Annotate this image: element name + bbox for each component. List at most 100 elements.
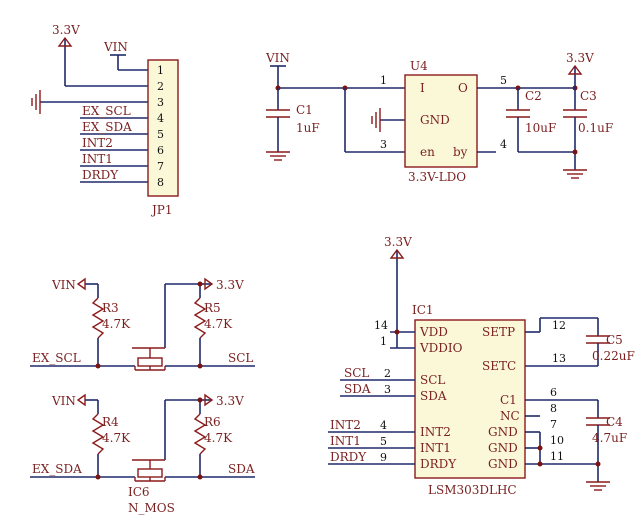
jp1-vin-label: VIN	[103, 40, 128, 54]
jp1-3v3-label: 3.3V	[52, 23, 80, 37]
c1-ref-label: C1	[296, 103, 313, 117]
ic1-pin-number: 11	[550, 450, 564, 463]
power-arrow-icon	[204, 277, 214, 291]
c1-value-label: 1uF	[296, 121, 320, 135]
u4-body	[404, 74, 478, 168]
u4-pin-en: en	[420, 145, 435, 159]
mosfet-bottom	[137, 468, 163, 478]
r6-ref-label: R6	[204, 415, 221, 429]
ic1-lsm303: 3.3V IC1 LSM303DLHC 14 1 VDD VDDIO SCL S…	[328, 235, 635, 497]
net-label: EX_SCL	[32, 351, 81, 365]
net-label: INT2	[82, 136, 113, 150]
power-arrow-icon	[76, 393, 86, 407]
u4-value-label: 3.3V-LDO	[408, 170, 466, 184]
c4-value-label: 4.7uF	[592, 431, 627, 445]
ic1-pin-name: INT2	[420, 425, 451, 439]
net-label: SCL	[344, 366, 369, 380]
u4-pin-by: by	[453, 145, 468, 159]
r4-resistor	[91, 413, 105, 455]
power-arrow-icon	[204, 393, 214, 407]
jp1-pin-number: 1	[157, 64, 164, 77]
jp1-ref-label: JP1	[150, 203, 173, 217]
ic1-pin-number: 6	[550, 386, 557, 399]
jp1-pin-number: 8	[157, 176, 164, 189]
net-label: DRDY	[330, 450, 367, 464]
c5-value-label: 0.22uF	[592, 349, 635, 363]
jp1-pin-number: 4	[157, 112, 164, 125]
c3-ref-label: C3	[580, 89, 597, 103]
r5-resistor	[193, 297, 207, 339]
net-label: EX_SCL	[82, 104, 131, 118]
u4-3v3-label: 3.3V	[566, 51, 594, 65]
u4-pin-number: 3	[380, 138, 387, 151]
ic1-pin-number: 14	[374, 319, 388, 332]
net-label: SCL	[228, 351, 253, 365]
c3-value-label: 0.1uF	[578, 121, 613, 135]
r6-3v3-label: 3.3V	[216, 394, 244, 408]
ic1-pin-name: GND	[488, 457, 518, 471]
ic1-pin-name: SCL	[420, 373, 445, 387]
jp1-pin-number: 7	[157, 160, 164, 173]
ic6-value-label: N_MOS	[128, 501, 175, 515]
u4-pin-gnd: GND	[420, 113, 450, 127]
c5-ref-label: C5	[606, 333, 623, 347]
jp1-pin-number: 2	[157, 80, 164, 93]
ic1-pin-name: GND	[488, 441, 518, 455]
ic1-pin-name: NC	[500, 409, 520, 423]
ic1-pin-number: 7	[550, 418, 557, 431]
ic1-pin-number: 13	[552, 352, 566, 365]
power-arrow-icon	[57, 36, 73, 47]
mosfet-top	[137, 357, 163, 367]
power-arrow-icon	[567, 64, 583, 75]
c2-value-label: 10uF	[525, 121, 556, 135]
net-label: INT1	[330, 434, 361, 448]
ic1-pin-number: 2	[384, 367, 391, 380]
r3-value-label: 4.7K	[102, 317, 131, 331]
ic1-pin-number: 5	[380, 435, 387, 448]
r4-ref-label: R4	[102, 415, 119, 429]
ic1-pin-number: 10	[550, 434, 564, 447]
r3-vin-label: VIN	[51, 278, 76, 292]
ic1-pin-name: DRDY	[420, 457, 457, 471]
r5-3v3-label: 3.3V	[216, 278, 244, 292]
jp1-pin-number: 5	[157, 128, 164, 141]
ic1-pin-name: SETC	[482, 359, 516, 373]
u4-ldo: VIN C1 1uF U4 3.3V-LDO I O GND en by 1 3…	[265, 51, 613, 184]
jp1-pin-number: 3	[157, 96, 164, 109]
u4-vin-label: VIN	[265, 51, 290, 65]
u4-pin-number: 4	[500, 138, 507, 151]
ic1-pin-name: SDA	[420, 389, 447, 403]
u4-pin-number: 1	[380, 74, 387, 87]
ic1-pin-number: 9	[380, 451, 387, 464]
ic1-pin-name: VDDIO	[419, 341, 463, 355]
r5-value-label: 4.7K	[204, 317, 233, 331]
c4-ref-label: C4	[606, 415, 623, 429]
u4-pin-i: I	[420, 81, 425, 95]
net-label: SDA	[228, 462, 255, 476]
r3-ref-label: R3	[102, 301, 119, 315]
ic6-ref-label: IC6	[128, 485, 150, 499]
net-label: INT2	[330, 418, 361, 432]
net-label: INT1	[82, 152, 113, 166]
ic1-pin-number: 8	[550, 402, 557, 415]
ic1-pin-name: VDD	[419, 325, 448, 339]
level-shifter: VIN R3 4.7K EX_SCL 3.3V R5 4.7K SCL VIN	[30, 277, 255, 515]
u4-pin-number: 5	[500, 74, 507, 87]
r6-resistor	[193, 413, 207, 455]
net-label: EX_SDA	[32, 462, 82, 476]
ic1-pin-name: SETP	[482, 325, 515, 339]
ic1-ref-label: IC1	[412, 303, 434, 317]
ic1-pin-number: 3	[384, 383, 391, 396]
u4-pin-o: O	[458, 81, 468, 95]
ic1-pin-number: 1	[380, 335, 387, 348]
ic1-3v3-label: 3.3V	[384, 235, 412, 249]
net-label: EX_SDA	[82, 120, 132, 134]
net-label: SDA	[344, 382, 371, 396]
r6-value-label: 4.7K	[204, 431, 233, 445]
ic1-body	[414, 319, 526, 479]
u4-ref-label: U4	[410, 59, 428, 73]
r5-ref-label: R5	[204, 301, 221, 315]
jp1-pin-number: 6	[157, 144, 164, 157]
ic1-pin-number: 12	[552, 319, 566, 332]
power-arrow-icon	[389, 248, 405, 259]
